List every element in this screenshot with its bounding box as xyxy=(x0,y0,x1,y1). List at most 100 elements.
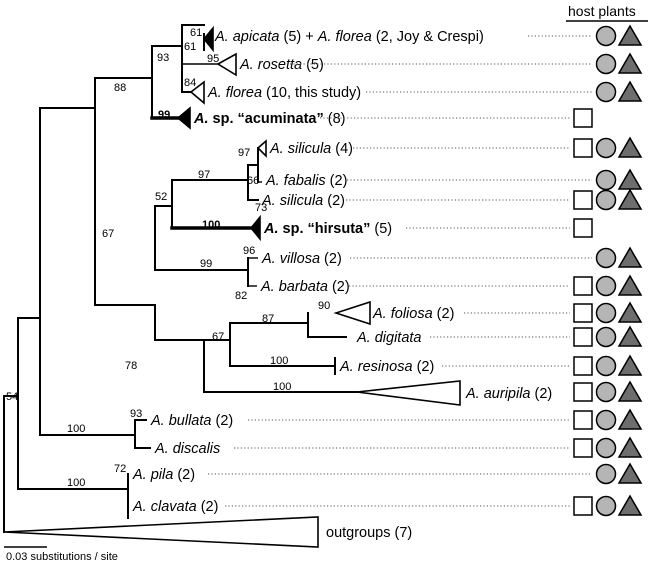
host-plants-title: host plants xyxy=(568,3,636,19)
taxon-label: A. pila (2) xyxy=(132,467,195,483)
taxon-label: A. barbata (2) xyxy=(260,279,350,295)
host-triangle-icon xyxy=(617,462,643,484)
taxon-label: A. bullata (2) xyxy=(150,413,233,429)
support-value: 73 xyxy=(255,202,267,214)
host-circle-icon xyxy=(595,495,617,517)
taxon-label: A. clavata (2) xyxy=(132,499,218,515)
taxon-label: A. sp. “hirsuta” (5) xyxy=(263,221,392,237)
host-square-icon xyxy=(573,190,593,210)
taxon-label: A. villosa (2) xyxy=(261,251,342,267)
support-value: 96 xyxy=(243,245,255,257)
host-square-icon xyxy=(573,496,593,516)
host-square-icon xyxy=(573,410,593,430)
support-value: 97 xyxy=(238,147,250,159)
host-square-icon xyxy=(573,438,593,458)
host-triangle-icon xyxy=(617,494,643,516)
host-circle-icon xyxy=(595,25,617,47)
host-triangle-icon xyxy=(617,436,643,458)
host-circle-icon xyxy=(595,81,617,103)
host-triangle-icon xyxy=(617,274,643,296)
support-value: 61 xyxy=(190,27,202,39)
taxon-label: A. apicata (5) + A. florea (2, Joy & Cre… xyxy=(214,29,484,45)
support-value: 88 xyxy=(114,82,126,94)
host-square-icon xyxy=(573,303,593,323)
scale-bar-label: 0.03 substitutions / site xyxy=(6,551,118,563)
support-value: 54 xyxy=(6,391,18,403)
taxon-label: A. resinosa (2) xyxy=(339,359,434,375)
taxon-label: A. fabalis (2) xyxy=(265,173,347,189)
host-triangle-icon xyxy=(617,52,643,74)
support-value: 100 xyxy=(270,355,288,367)
host-circle-icon xyxy=(595,169,617,191)
taxon-label: A. discalis xyxy=(154,441,220,457)
support-value: 90 xyxy=(318,300,330,312)
tree-branches xyxy=(3,24,358,533)
support-value: 82 xyxy=(235,290,247,302)
host-triangle-icon xyxy=(617,301,643,323)
taxon-label: outgroups (7) xyxy=(326,525,412,541)
support-value: 78 xyxy=(125,360,137,372)
support-value: 61 xyxy=(184,41,196,53)
host-circle-icon xyxy=(595,463,617,485)
host-square-icon xyxy=(573,327,593,347)
support-value: 99 xyxy=(200,258,212,270)
host-circle-icon xyxy=(595,437,617,459)
support-value: 52 xyxy=(155,191,167,203)
host-triangle-icon xyxy=(617,408,643,430)
host-square-icon xyxy=(573,356,593,376)
host-circle-icon xyxy=(595,275,617,297)
host-triangle-icon xyxy=(617,188,643,210)
host-triangle-icon xyxy=(617,80,643,102)
host-square-icon xyxy=(573,382,593,402)
host-square-icon xyxy=(573,138,593,158)
taxon-label: A. sp. “acuminata” (8) xyxy=(193,111,345,127)
host-circle-icon xyxy=(595,189,617,211)
support-value: 72 xyxy=(114,463,126,475)
host-triangle-icon xyxy=(617,354,643,376)
taxon-labels: A. apicata (5) + A. florea (2, Joy & Cre… xyxy=(132,29,552,541)
host-triangle-icon xyxy=(617,380,643,402)
host-circle-icon xyxy=(595,302,617,324)
host-circle-icon xyxy=(595,355,617,377)
host-triangle-icon xyxy=(617,168,643,190)
host-triangle-icon xyxy=(617,24,643,46)
taxon-label: A. foliosa (2) xyxy=(372,306,454,322)
host-triangle-icon xyxy=(617,325,643,347)
support-value: 95 xyxy=(207,53,219,65)
support-value: 87 xyxy=(262,313,274,325)
taxon-label: A. florea (10, this study) xyxy=(207,85,361,101)
support-value: 84 xyxy=(184,77,196,89)
host-circle-icon xyxy=(595,326,617,348)
host-square-icon xyxy=(573,218,593,238)
dotted-leaders xyxy=(208,35,592,507)
host-plant-symbols xyxy=(573,24,643,517)
support-value: 67 xyxy=(212,331,224,343)
support-value: 67 xyxy=(102,228,114,240)
terminal-ticks xyxy=(182,63,262,287)
support-value: 99 xyxy=(158,109,170,121)
support-value: 93 xyxy=(157,52,169,64)
host-circle-icon xyxy=(595,381,617,403)
host-square-icon xyxy=(573,276,593,296)
taxon-label: A. rosetta (5) xyxy=(239,57,324,73)
host-circle-icon xyxy=(595,137,617,159)
taxon-label: A. silicula (4) xyxy=(269,141,353,157)
host-square-icon xyxy=(573,108,593,128)
host-circle-icon xyxy=(595,53,617,75)
host-triangle-icon xyxy=(617,136,643,158)
host-triangle-icon xyxy=(617,246,643,268)
support-value: 66 xyxy=(247,175,259,187)
support-value: 100 xyxy=(202,219,220,231)
host-circle-icon xyxy=(595,409,617,431)
support-value: 100 xyxy=(67,423,85,435)
taxon-label: A. auripila (2) xyxy=(465,386,552,402)
taxon-label: A. digitata xyxy=(356,330,422,346)
support-value: 100 xyxy=(273,381,291,393)
host-circle-icon xyxy=(595,247,617,269)
support-values: 61 61 95 93 84 88 99 97 97 66 73 52 100 … xyxy=(6,27,330,489)
support-value: 100 xyxy=(67,477,85,489)
support-value: 97 xyxy=(198,169,210,181)
collapsed-clades xyxy=(3,25,461,548)
support-value: 93 xyxy=(130,408,142,420)
